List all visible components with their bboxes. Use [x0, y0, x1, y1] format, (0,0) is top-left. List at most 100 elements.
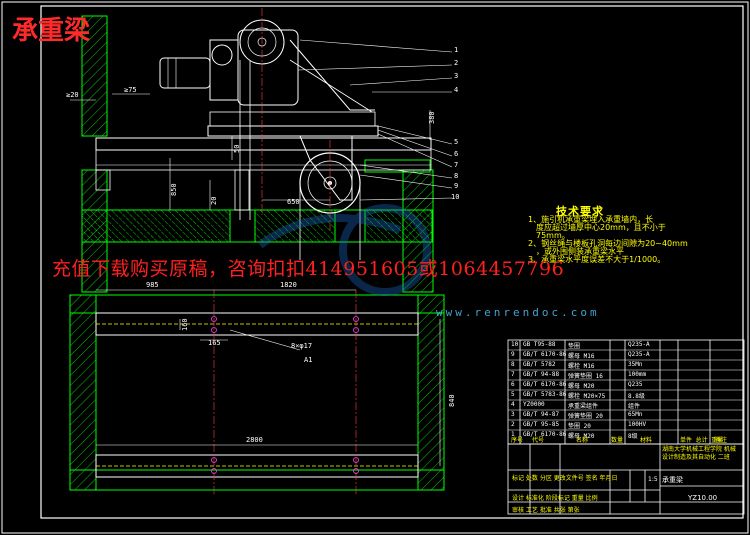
bom-no: 4 — [511, 401, 515, 408]
titleblock-row2: 设计 标准化 阶段标记 重量 比例 — [512, 495, 598, 502]
callout: 8 — [454, 172, 459, 180]
bom-header-mat: 材料 — [640, 437, 653, 444]
bom-name: 弹簧垫圈 20 — [568, 413, 603, 420]
bom-mat: 65Mn — [628, 411, 643, 418]
gearbox — [237, 29, 299, 106]
callout: 9 — [454, 182, 459, 190]
beam-support-left — [95, 169, 111, 191]
bom-no: 6 — [511, 381, 515, 388]
bom-no: 2 — [511, 421, 515, 428]
bom-header-wt: 单件 总计 重量 — [680, 437, 724, 444]
bom-name: 螺母 M16 — [568, 353, 595, 360]
watermark-text: 充值下载购买原稿，咨询扣扣414951605或1064457796 — [52, 258, 565, 280]
floor-opening — [229, 209, 256, 243]
dim-165: 165 — [208, 339, 221, 347]
tech-note: 度应超过墙厚中心20mm，且不小于 — [528, 223, 666, 232]
bom-code: GB/T 95-85 — [523, 421, 560, 428]
beam-support-mid — [234, 169, 250, 211]
title-block — [507, 443, 745, 515]
bom-name: 螺栓 M20×75 — [568, 393, 606, 400]
bom-row: 4 YZ0000 承重梁组件 组件 — [510, 400, 742, 410]
bom-name: 弹簧垫圈 16 — [568, 373, 603, 380]
bearing-beam-web — [95, 149, 432, 171]
callout: 5 — [454, 138, 459, 146]
bom-name: 垫圈 20 — [568, 423, 591, 430]
bom-mat: 100mm — [628, 371, 647, 378]
bom-no: 5 — [511, 391, 515, 398]
bom-no: 7 — [511, 371, 515, 378]
bom-row: 9 GB/T 6170-86 螺母 M16 Q235-A — [510, 350, 742, 360]
callout: 1 — [454, 46, 459, 54]
bom-header-qty: 数量 — [611, 437, 624, 444]
bom-row: 1 GB/T 6170-86 螺母 M20 8级 — [510, 430, 742, 440]
bom-mat: 8.8级 — [628, 393, 645, 400]
titleblock-drawing-name: 承重梁 — [662, 476, 683, 484]
tech-note: 3、承重梁水平度误差不大于1/1000。 — [528, 255, 666, 264]
tech-requirements-title: 技术要求 — [556, 205, 604, 218]
dim-160: 160 — [181, 318, 189, 331]
bom-code: YZ0000 — [523, 401, 545, 408]
dim-840: 840 — [448, 394, 456, 407]
plan-view — [69, 289, 445, 495]
bom-mat: 组件 — [628, 403, 641, 410]
motor-body — [159, 57, 211, 89]
bom-name: 螺栓 M16 — [568, 363, 595, 370]
bom-code: GB/T 94-88 — [523, 371, 560, 378]
titleblock-row3: 审核 工艺 批准 共张 第张 — [512, 507, 580, 514]
bom-no: 10 — [511, 341, 519, 348]
bom-code: GB/T 6170-86 — [523, 351, 567, 358]
tech-note: 1、施引机承重梁埋入承重墙内，长 — [528, 215, 654, 224]
titleblock-scale: 1:5 — [648, 476, 658, 483]
dim-2800: 2800 — [246, 436, 263, 444]
bearing-beam-top — [95, 137, 432, 151]
bom-mat: 100HV — [628, 421, 647, 428]
dim-a1: A1 — [304, 356, 313, 364]
drawing-title: 承重梁 — [12, 16, 91, 46]
bom-row: 3 GB/T 94-87 弹簧垫圈 20 65Mn — [510, 410, 742, 420]
machine-frame — [289, 39, 375, 111]
dim-650: 650 — [287, 198, 300, 206]
dim-1820: 1820 — [280, 281, 297, 289]
bom-mat: Q235-A — [628, 351, 650, 358]
bom-mat: 35Mn — [628, 361, 643, 368]
dim-hole: 8×φ17 — [291, 342, 313, 350]
bom-name: 螺母 M20 — [568, 383, 595, 390]
bom-no: 3 — [511, 411, 515, 418]
bom-header-no: 序号 — [511, 437, 524, 444]
bom-name: 承重梁组件 — [568, 403, 599, 410]
bom-row: 5 GB/T 5783-86 螺栓 M20×75 8.8级 — [510, 390, 742, 400]
titleblock-school: 湖南大学机械工程学院 机械设计制造及其自动化 二班 — [662, 446, 736, 461]
callout: 6 — [454, 150, 459, 158]
titleblock-row1: 标记 处数 分区 更改文件号 签名 年月日 — [512, 475, 618, 482]
bom-no: 9 — [511, 351, 515, 358]
callout: 10 — [451, 193, 460, 201]
bom-header-name: 名称 — [576, 437, 589, 444]
machine-base — [207, 125, 379, 137]
bom-header-rem: 备注 — [715, 437, 728, 444]
bom-header-code: 代号 — [532, 437, 545, 444]
bom-row: 10 GB T95-88 垫圈 Q235-A — [510, 340, 742, 350]
left-wall-upper — [81, 15, 108, 137]
bom-code: GB/T 6170-86 — [523, 381, 567, 388]
floor-slab — [81, 209, 433, 243]
bom-no: 8 — [511, 361, 515, 368]
base-plate — [209, 111, 376, 127]
bom-no: 1 — [511, 431, 515, 438]
bom-mat: Q235 — [628, 381, 643, 388]
bom-row: 7 GB/T 94-88 弹簧垫圈 16 100mm — [510, 370, 742, 380]
tech-note: 75mm。 — [528, 231, 570, 240]
dim-985: 985 — [146, 281, 159, 289]
bom-name: 螺母 M20 — [568, 433, 595, 440]
tech-note: ，或外围侧装承重梁水平 — [528, 247, 624, 256]
callout: 2 — [454, 59, 459, 67]
callout: 7 — [454, 161, 459, 169]
watermark-url: www.renrendoc.com — [436, 306, 600, 319]
titleblock-code: YZ10.00 — [688, 494, 718, 502]
tech-note: 2、钢丝绳与楼板孔洞每边间隙为20~40mm — [528, 239, 688, 248]
dim-ge75: ≥75 — [124, 86, 137, 94]
bom-mat: 8级 — [628, 433, 638, 440]
bom-code: GB/T 94-87 — [523, 411, 560, 418]
bom-row: 6 GB/T 6170-86 螺母 M20 Q235 — [510, 380, 742, 390]
